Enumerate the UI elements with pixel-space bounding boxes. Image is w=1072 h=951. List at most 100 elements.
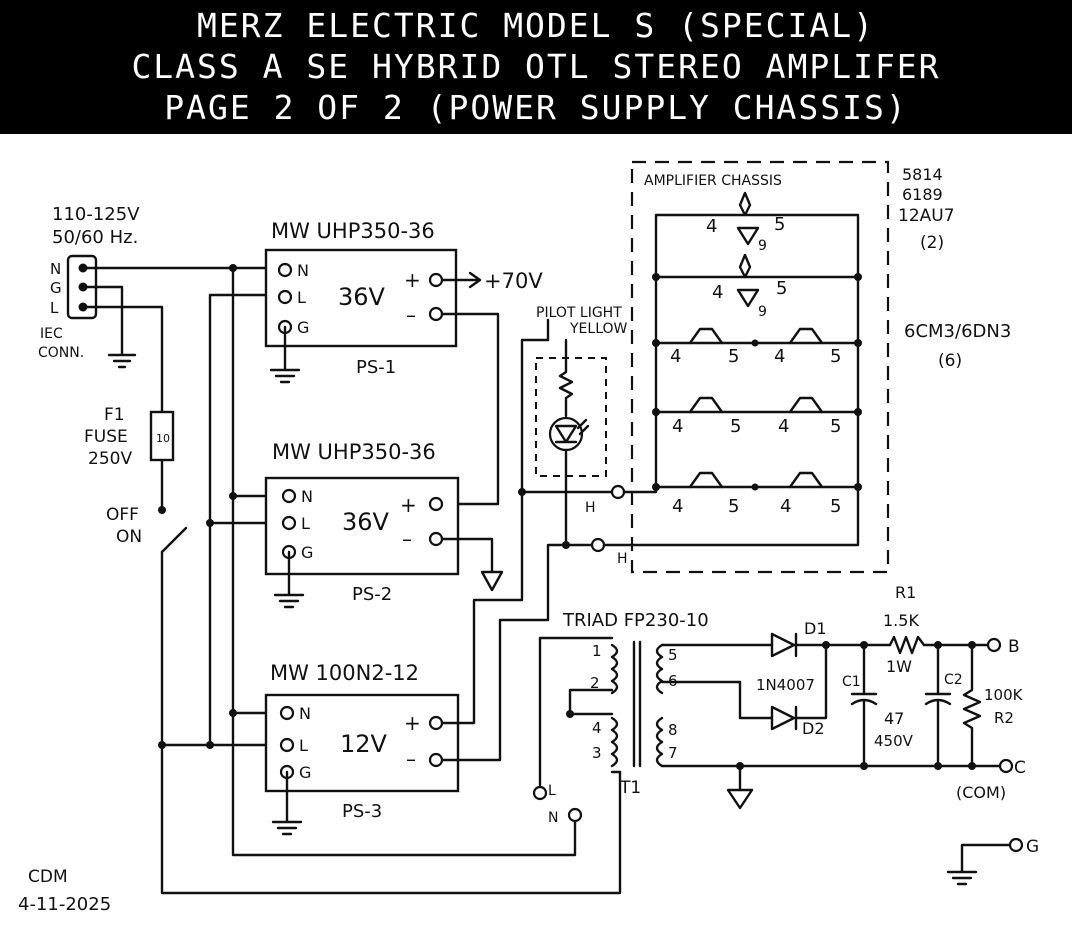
cap-voltage: 450V — [874, 732, 914, 750]
tube-power: 6CM3/6DN3 — [904, 321, 1011, 342]
diode-d1 — [770, 632, 798, 658]
ps2-minus: – — [402, 527, 412, 551]
ps2-pin-g: G — [301, 543, 313, 562]
t1-pin-7: 7 — [668, 744, 678, 762]
t1-pin-5: 5 — [668, 646, 678, 664]
resistor-r2 — [962, 643, 982, 768]
ps2-pin-l: L — [301, 514, 310, 533]
t1-pin-1: 1 — [592, 642, 602, 660]
fuse-value: 10 — [156, 432, 170, 445]
title-banner: MERZ ELECTRIC MODEL S (SPECIAL) CLASS A … — [0, 0, 1072, 134]
ps2-minus-ground — [440, 537, 504, 592]
output-c-label: C — [1014, 758, 1026, 778]
line-bus — [160, 293, 268, 747]
cap-value: 47 — [884, 709, 904, 728]
primary-l-terminal — [532, 785, 548, 801]
capacitor-c2 — [924, 643, 952, 768]
r2-value: 100K — [984, 686, 1024, 704]
row2-pin-4: 4 — [712, 282, 723, 303]
pair2-pin-d: 5 — [830, 416, 841, 437]
capacitor-c1 — [850, 643, 878, 768]
ps1-voltage: 36V — [338, 283, 386, 311]
pilot-heater-wire — [520, 318, 614, 494]
pilot-label-2: YELLOW — [569, 321, 628, 337]
primary-n-label: N — [548, 810, 558, 826]
ground-label: G — [1026, 837, 1039, 857]
ps1-pin-n: N — [297, 261, 309, 280]
secondary-ground — [726, 788, 754, 810]
fuse-rating: 250V — [88, 449, 132, 469]
tube-small-count: (2) — [920, 233, 944, 253]
pair1-pin-a: 4 — [670, 346, 681, 367]
transformer-model: TRIAD FP230-10 — [562, 610, 709, 631]
pair3-pin-c: 4 — [780, 496, 791, 517]
output-b-label: B — [1008, 637, 1020, 657]
ps2-ground — [273, 550, 305, 609]
line-wire — [81, 305, 622, 895]
ps3-ref: PS-3 — [342, 801, 382, 822]
transformer-ref: T1 — [619, 778, 641, 798]
tube-power-count: (6) — [938, 351, 962, 371]
r1-value: 1.5K — [883, 611, 919, 630]
iec-label-1: IEC — [40, 326, 63, 342]
author-initials: CDM — [28, 867, 68, 887]
ps1-pin-g: G — [297, 318, 309, 337]
iec-pin-g: G — [50, 279, 62, 297]
c2-ref: C2 — [944, 672, 963, 688]
ps3-plus: + — [404, 711, 421, 735]
iec-connector: 110-125V 50/60 Hz. N G L IEC CONN. — [38, 204, 140, 361]
pair1-pin-c: 4 — [774, 346, 785, 367]
pilot-label-1: PILOT LIGHT — [536, 305, 622, 321]
t1-pin-8: 8 — [668, 721, 678, 739]
pair3-pin-d: 5 — [830, 496, 841, 517]
d2-label: D2 — [802, 719, 825, 738]
power-switch: OFF ON — [106, 505, 188, 554]
power-supply-ps3: MW 100N2-12 N L G 12V + – PS-3 — [264, 661, 460, 822]
tube-5814: 5814 — [902, 165, 943, 184]
t1-pin-2: 2 — [590, 674, 600, 692]
pair2-pin-b: 5 — [730, 416, 741, 437]
ps1-pin-l: L — [297, 288, 306, 307]
switch-on-label: ON — [116, 527, 142, 547]
earth-wire — [81, 285, 137, 369]
ps1-ref: PS-1 — [356, 357, 396, 378]
author-date: 4-11-2025 — [18, 894, 111, 915]
ps3-minus: – — [406, 747, 416, 771]
tube-list: 5814 6189 12AU7 (2) 6CM3/6DN3 (6) — [898, 165, 1011, 371]
power-supply-ps2: MW UHP350-36 N L G 36V + – PS-2 — [264, 440, 460, 605]
heater-label-2: H — [617, 551, 628, 567]
iec-pin-n: N — [50, 260, 61, 278]
row1-pin-9: 9 — [758, 238, 767, 254]
iec-pin-l: L — [50, 299, 59, 317]
power-supply-ps1: MW UHP350-36 N L G 36V + – PS-1 — [264, 219, 458, 378]
heater-terminal-2 — [590, 537, 606, 553]
output-b-terminal — [986, 637, 1002, 653]
tube-6189: 6189 — [902, 185, 943, 204]
ps3-voltage: 12V — [340, 730, 388, 758]
tube-12au7: 12AU7 — [898, 206, 955, 226]
primary-wiring — [538, 636, 622, 787]
ps1-ground — [269, 325, 301, 384]
r2-ref: R2 — [994, 709, 1014, 727]
ps3-minus-wire — [440, 543, 596, 762]
title-line-2: CLASS A SE HYBRID OTL STEREO AMPLIFER — [131, 47, 941, 86]
d1-label: D1 — [804, 619, 827, 638]
iec-label-2: CONN. — [38, 345, 84, 361]
pair3-pin-a: 4 — [672, 496, 683, 517]
ps3-pin-n: N — [299, 704, 311, 723]
title-line-3: PAGE 2 OF 2 (POWER SUPPLY CHASSIS) — [164, 88, 908, 127]
diode-type: 1N4007 — [756, 676, 815, 694]
fuse-f1: 10 F1 FUSE 250V — [84, 405, 175, 469]
ps3-pin-g: G — [299, 763, 311, 782]
ps2-ref: PS-2 — [352, 584, 392, 605]
row1-pin-4: 4 — [706, 216, 717, 237]
ps2-model: MW UHP350-36 — [272, 440, 436, 464]
row2-pin-9: 9 — [758, 304, 767, 320]
pilot-light: PILOT LIGHT YELLOW — [535, 305, 628, 549]
ps3-plus-wire — [440, 338, 550, 725]
row1-pin-5: 5 — [774, 214, 785, 235]
neutral-bus — [231, 494, 268, 715]
output-c-terminal — [998, 758, 1014, 774]
pair1-pin-d: 5 — [830, 346, 841, 367]
ps3-model: MW 100N2-12 — [270, 661, 419, 685]
